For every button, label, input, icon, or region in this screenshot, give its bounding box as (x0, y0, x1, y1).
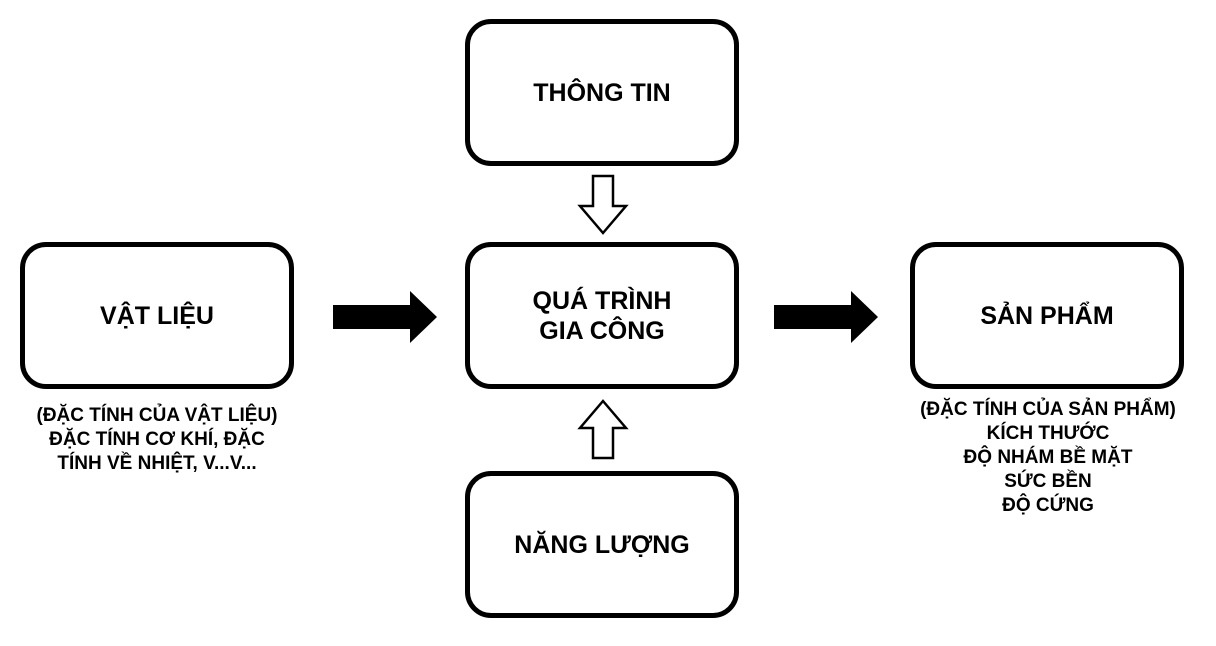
product-note-line-2: KÍCH THƯỚC (986, 423, 1110, 444)
arrow-info-to-process-icon (577, 174, 629, 235)
product-note-line-5: ĐỘ CỨNG (1002, 495, 1094, 516)
box-qua-trinh-gia-cong-text: QUÁ TRÌNH GIA CÔNG (533, 286, 672, 346)
box-thong-tin: THÔNG TIN (465, 19, 739, 166)
material-note-line-1: (ĐẶC TÍNH CỦA VẬT LIỆU) (36, 405, 278, 426)
product-properties-note: (ĐẶC TÍNH CỦA SẢN PHẨM) KÍCH THƯỚC ĐỘ NH… (898, 398, 1198, 518)
arrow-material-to-process-icon (333, 291, 437, 343)
box-san-pham-text: SẢN PHẨM (980, 301, 1113, 331)
box-thong-tin-text: THÔNG TIN (533, 78, 671, 108)
product-note-line-1: (ĐẶC TÍNH CỦA SẢN PHẨM) (920, 399, 1176, 420)
material-properties-note: (ĐẶC TÍNH CỦA VẬT LIỆU) ĐẶC TÍNH CƠ KHÍ,… (20, 404, 294, 476)
box-vat-lieu-label: VẬT LIỆU (100, 301, 214, 330)
arrow-energy-to-process-icon (577, 399, 629, 460)
box-nang-luong-text: NĂNG LƯỢNG (514, 530, 689, 560)
product-note-line-4: SỨC BỀN (1004, 471, 1092, 492)
box-san-pham: SẢN PHẨM (910, 242, 1184, 389)
box-qua-trinh-gia-cong-label-line-2: GIA CÔNG (539, 316, 665, 345)
box-nang-luong: NĂNG LƯỢNG (465, 471, 739, 618)
box-san-pham-label: SẢN PHẨM (980, 301, 1114, 330)
box-vat-lieu: VẬT LIỆU (20, 242, 294, 389)
box-qua-trinh-gia-cong-label-line-1: QUÁ TRÌNH (532, 286, 672, 315)
box-vat-lieu-text: VẬT LIỆU (100, 301, 214, 331)
box-thong-tin-label: THÔNG TIN (533, 78, 671, 107)
box-nang-luong-label: NĂNG LƯỢNG (514, 530, 690, 559)
arrow-process-to-product-icon (774, 291, 878, 343)
product-note-line-3: ĐỘ NHÁM BỀ MẶT (963, 447, 1133, 468)
material-note-line-2: ĐẶC TÍNH CƠ KHÍ, ĐẶC (49, 429, 265, 450)
box-qua-trinh-gia-cong: QUÁ TRÌNH GIA CÔNG (465, 242, 739, 389)
material-note-line-3: TÍNH VỀ NHIỆT, V...V... (57, 453, 257, 474)
